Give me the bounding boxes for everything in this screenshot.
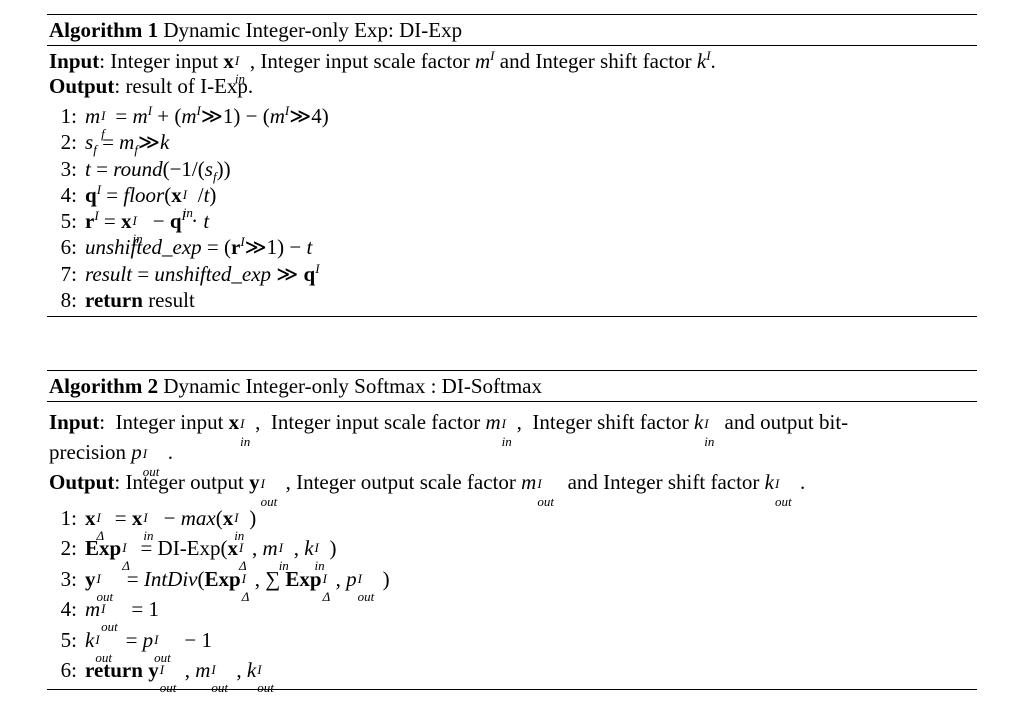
output-label: Output: [49, 470, 115, 494]
algorithm-title: Algorithm 2 Dynamic Integer-only Softmax…: [47, 371, 977, 401]
step-2: 2:sf = mf≫k: [60, 130, 170, 158]
algorithm-title: Algorithm 1 Dynamic Integer-only Exp: DI…: [47, 15, 977, 45]
step-8: 8:return result: [60, 288, 195, 313]
output-spec: Output: result of I-Exp.: [49, 74, 254, 98]
output-label: Output: [49, 74, 115, 98]
top-rule: [47, 370, 977, 371]
input-label: Input: [49, 410, 100, 434]
bottom-rule: [47, 316, 977, 318]
algorithm-label: Algorithm 1: [49, 18, 159, 42]
input-label: Input: [49, 49, 100, 73]
title-rule: [47, 401, 977, 402]
top-rule: [47, 14, 977, 15]
step-7: 7:result = unshifted_exp ≫ qI: [60, 260, 320, 286]
title-rule: [47, 45, 977, 46]
algorithm-name: Dynamic Integer-only Softmax : DI-Softma…: [163, 374, 542, 398]
step-6: 6:unshifted_exp = (rI≫1) − t: [60, 234, 313, 260]
step-3: 3:t = round(−1/(sf)): [60, 156, 231, 184]
bottom-rule: [47, 689, 977, 691]
algorithm-name: Dynamic Integer-only Exp: DI-Exp: [163, 18, 463, 42]
algorithm-label: Algorithm 2: [49, 374, 159, 398]
algorithm-2: Algorithm 2 Dynamic Integer-only Softmax…: [47, 370, 977, 695]
algorithm-1: Algorithm 1 Dynamic Integer-only Exp: DI…: [47, 14, 977, 318]
